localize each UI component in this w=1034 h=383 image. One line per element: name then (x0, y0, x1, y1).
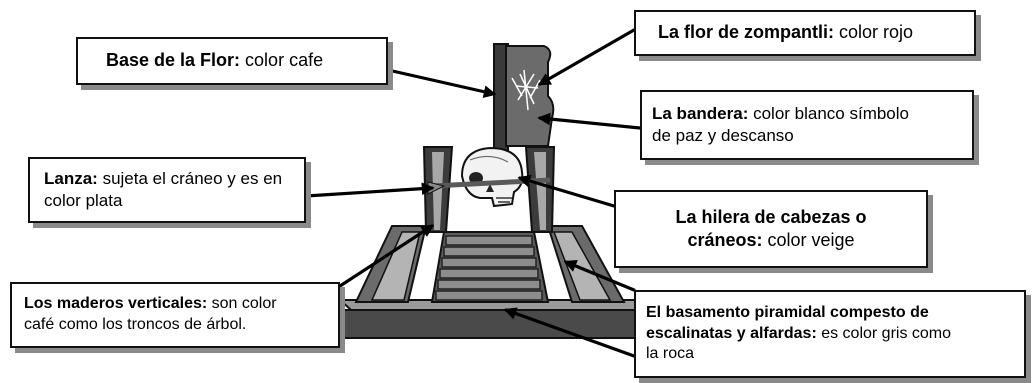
description: son color (207, 295, 277, 313)
description: color cafe (240, 50, 324, 71)
label-base-flor: Base de la Flor: color cafe (76, 37, 388, 85)
term: La bandera: (652, 103, 749, 123)
description: color rojo (834, 22, 914, 43)
description-line2: café como los troncos de árbol. (24, 316, 247, 333)
arrow-basamento-2 (503, 307, 636, 358)
zompantli-flower (511, 69, 541, 111)
skull (460, 146, 524, 208)
arrow-flor (537, 28, 636, 86)
arrow-lanza (304, 182, 435, 198)
term: Lanza: (44, 168, 98, 188)
term: cráneos: (687, 230, 763, 250)
side-balustrades (354, 225, 626, 303)
arrow-hilera (517, 174, 616, 208)
label-bandera: La bandera: color blanco símbolo de paz … (640, 90, 974, 160)
description: es color gris como (816, 324, 952, 342)
label-hilera: La hilera de cabezas o cráneos: color ve… (614, 190, 928, 268)
label-lanza: Lanza: sujeta el cráneo y es en color pl… (28, 157, 306, 223)
description: color veige (762, 230, 855, 250)
term-line1: La hilera de cabezas o (675, 206, 867, 227)
description: color blanco símbolo (748, 103, 909, 123)
arrow-basamento-1 (563, 259, 636, 292)
label-maderos: Los maderos verticales: son color café c… (10, 282, 340, 348)
term: escalinatas y alfardas: (646, 324, 817, 342)
term: Los maderos verticales: (24, 295, 208, 313)
description: sujeta el cráneo y es en (97, 168, 283, 188)
arrow-maderos (338, 224, 435, 288)
pointer-arrows (304, 28, 642, 358)
description-line2: de paz y descanso (652, 126, 794, 145)
term: Base de la Flor: (106, 50, 241, 71)
description-line2: color plata (44, 191, 123, 210)
arrow-bandera (537, 112, 642, 130)
banner (493, 43, 555, 153)
arrow-base-flor (386, 68, 497, 98)
label-flor: La flor de zompantli: color rojo (634, 10, 976, 56)
label-basamento: El basamento piramidal compesto de escal… (634, 290, 1026, 378)
pyramid-base (318, 299, 682, 339)
term-line1: El basamento piramidal compesto de (646, 303, 929, 321)
term: La flor de zompantli: (658, 22, 835, 43)
description-line3: la roca (646, 345, 695, 363)
stairs (430, 231, 550, 303)
